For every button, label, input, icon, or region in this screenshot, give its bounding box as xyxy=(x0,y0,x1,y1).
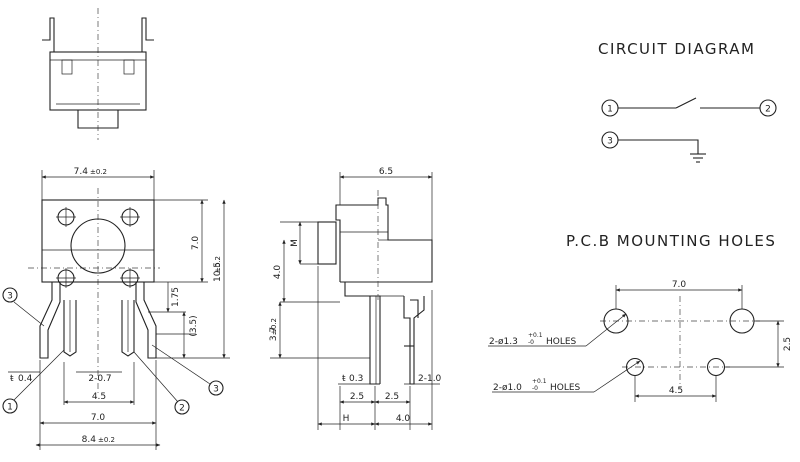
pcb-hole-large-tol-up: +0.1 xyxy=(528,332,543,339)
top-view xyxy=(42,8,154,140)
front-callouts: 3 1 2 3 xyxy=(2,287,224,415)
pcb-hole-small-prefix: 2-ø1.0 xyxy=(493,383,522,393)
pcb-heading: P.C.B MOUNTING HOLES xyxy=(566,232,776,250)
front-legs xyxy=(39,282,157,359)
dim-h: H xyxy=(343,414,350,424)
circuit-diagram: CIRCUIT DIAGRAM 1 2 3 xyxy=(598,40,777,163)
dim-total-height: 10.5 xyxy=(213,262,223,282)
dim-175: 1.75 xyxy=(171,287,181,307)
callout-2: 2 xyxy=(179,404,185,414)
front-view: 7.4 ±0.2 7.0 10.5 ±0.2 1.75 (3.5) ŧ 0.4 … xyxy=(2,167,230,450)
dim-side-37-tol: ±0.2 xyxy=(270,318,278,335)
circuit-heading: CIRCUIT DIAGRAM xyxy=(598,40,756,58)
terminal-3: 3 xyxy=(607,137,613,147)
dim-lead-width-prefix: ŧ xyxy=(10,374,14,384)
dim-lead-width: 0.4 xyxy=(18,374,33,384)
pcb-dim-45: 4.5 xyxy=(669,386,683,396)
pcb-dim-70: 7.0 xyxy=(672,280,687,290)
dim-span-70: 7.0 xyxy=(91,413,106,423)
dim-pin-03: 0.3 xyxy=(349,374,363,384)
dim-body-height: 7.0 xyxy=(191,236,201,251)
dim-total-height-tol: ±0.2 xyxy=(214,256,222,273)
dim-depth-40: 4.0 xyxy=(396,414,411,424)
dim-top-width: 7.4 xyxy=(74,167,89,177)
dim-bottom-width: 8.4 xyxy=(82,435,97,445)
pcb-mounting-holes: P.C.B MOUNTING HOLES 7.0 2.5 4.5 2-ø1.3 … xyxy=(488,232,793,402)
side-view: 6.5 M 4.0 3.7 ±0.2 ŧ 0.3 2-1.0 2.5 2.5 xyxy=(269,167,442,430)
terminal-2: 2 xyxy=(765,105,771,115)
dim-side-37: 3.7 xyxy=(269,327,279,341)
callout-3-left: 3 xyxy=(7,292,13,302)
dim-prefix-03: ŧ xyxy=(342,374,346,384)
pcb-hole-large-suffix: HOLES xyxy=(546,337,577,347)
terminal-1: 1 xyxy=(607,105,613,115)
pcb-hole-large-tol-dn: -0 xyxy=(528,339,534,346)
callout-1: 1 xyxy=(7,403,13,413)
pcb-hole-small-tol-up: +0.1 xyxy=(532,378,547,385)
dim-side-40: 4.0 xyxy=(273,265,283,280)
dim-lead-gap: 2-0.7 xyxy=(88,374,111,384)
pcb-hole-large-prefix: 2-ø1.3 xyxy=(489,337,518,347)
dim-pitch-a: 2.5 xyxy=(350,392,364,402)
pcb-hole-small-suffix: HOLES xyxy=(550,383,581,393)
dim-side-width: 6.5 xyxy=(379,167,393,177)
dim-bottom-width-tol: ±0.2 xyxy=(98,436,115,444)
dim-pitch-b: 2.5 xyxy=(385,392,399,402)
pcb-dim-25: 2.5 xyxy=(783,337,793,351)
pcb-hole-small-tol-dn: -0 xyxy=(532,385,538,392)
dim-top-width-tol: ±0.2 xyxy=(90,168,107,176)
dim-m: M xyxy=(290,239,300,247)
dim-span-45: 4.5 xyxy=(92,392,106,402)
dim-ref-35: (3.5) xyxy=(189,315,199,336)
dim-pin-10: 2-1.0 xyxy=(418,374,442,384)
corner-holes xyxy=(56,207,140,288)
callout-3-right: 3 xyxy=(213,385,219,395)
